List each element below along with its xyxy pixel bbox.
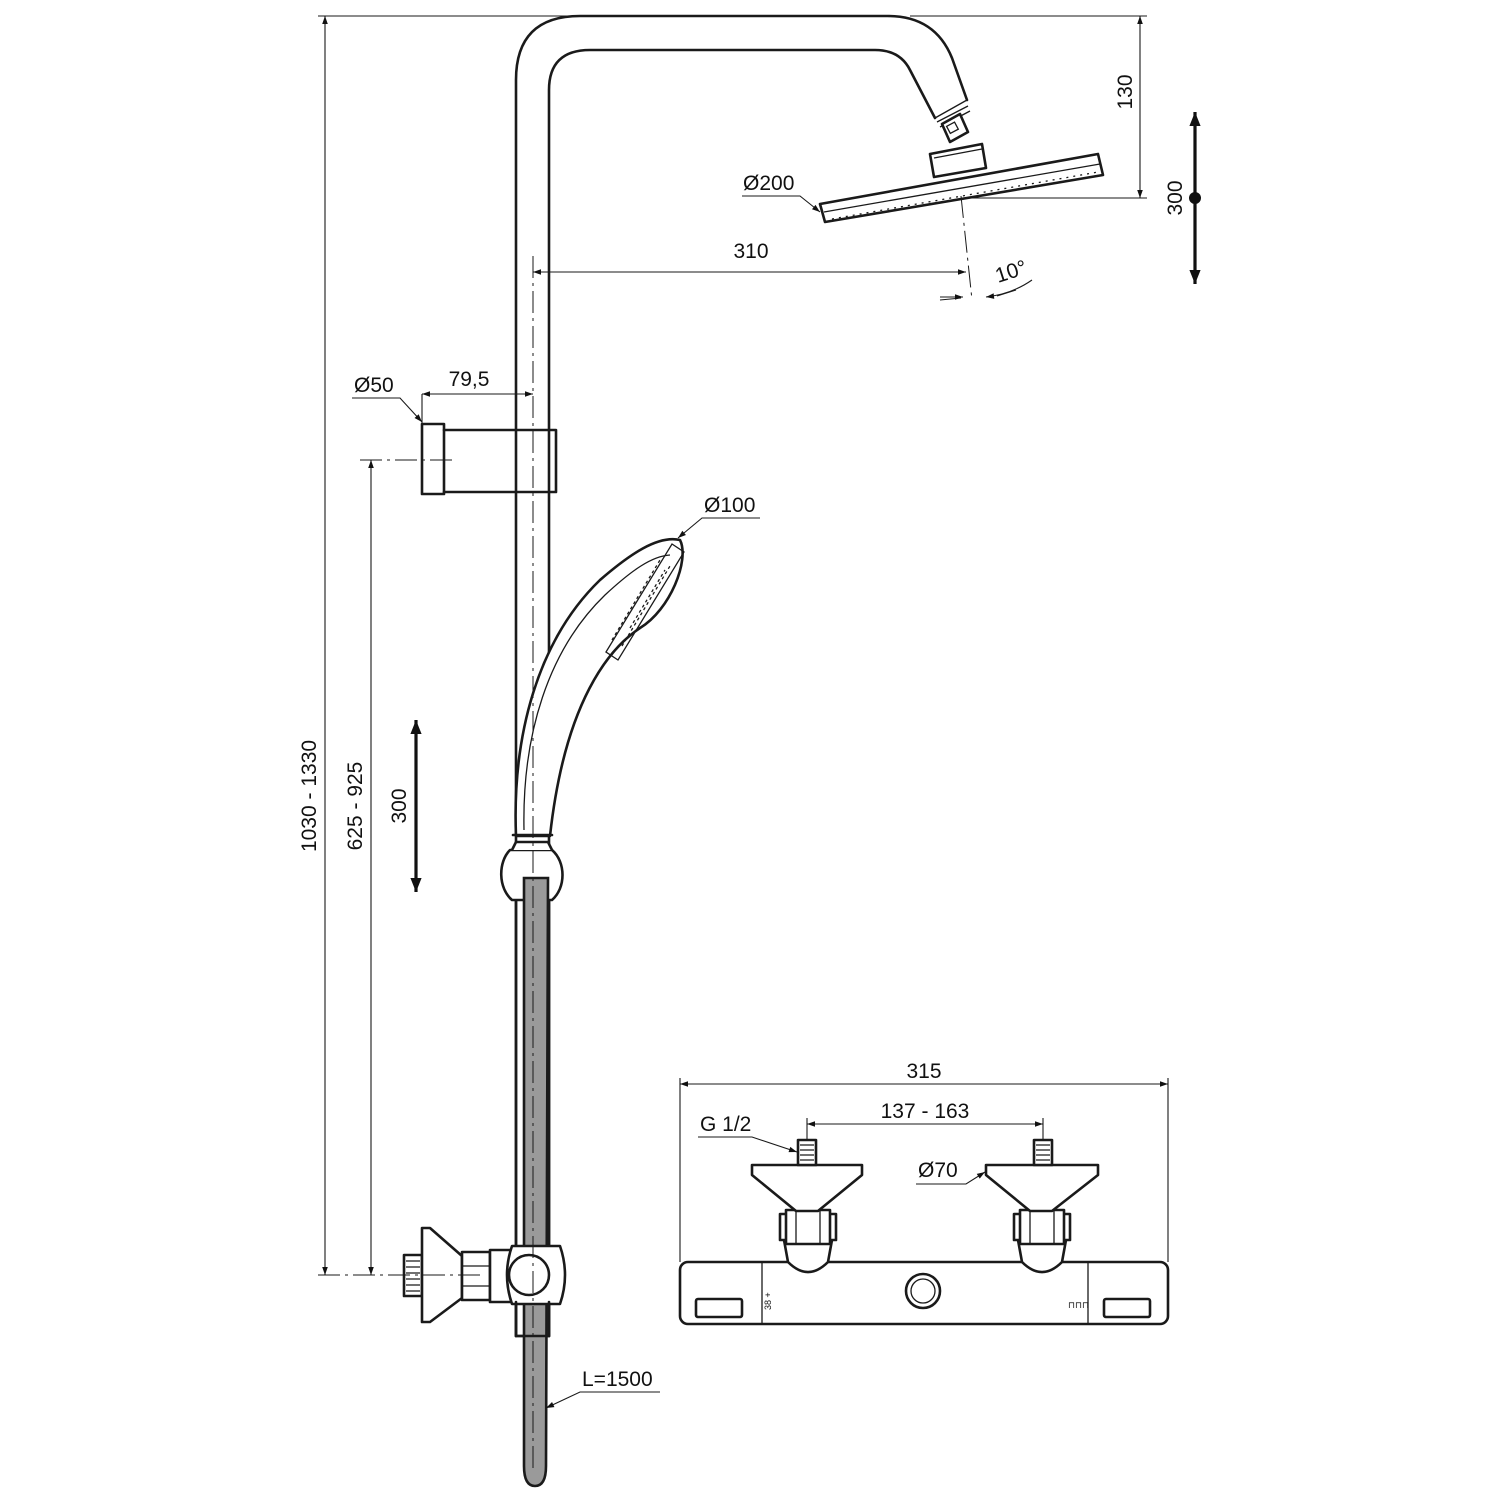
dimension-bar-height: 625 - 925 [344, 460, 374, 1275]
overhead-shower-head [818, 112, 1105, 224]
escutcheon-diameter-label: Ø70 [918, 1159, 958, 1182]
arm-projection-label: 310 [733, 240, 768, 263]
head-adjust-label: 300 [1164, 180, 1187, 215]
hose-length-label: L=1500 [582, 1368, 653, 1391]
extension-lines [318, 15, 1169, 1262]
left-inlet-union [750, 1138, 864, 1274]
overall-height-label: 1030 - 1330 [298, 740, 321, 852]
shower-hose [522, 876, 550, 1488]
leader-bracket-diameter: Ø50 [352, 374, 423, 423]
shower-mode-label: ⊓⊓⊓ [1068, 1300, 1089, 1310]
slider-travel-label: 300 [388, 788, 411, 823]
bracket-diameter-label: Ø50 [354, 374, 394, 397]
bar-height-label: 625 - 925 [344, 762, 367, 851]
temperature-scale-label: 38 + [763, 1292, 773, 1310]
tilt-angle-label: 10° [992, 256, 1029, 288]
dimension-mixer-width: 315 [680, 1060, 1168, 1087]
hand-shower [511, 537, 685, 838]
thermostatic-mixer-front-view: 38 + ⊓⊓⊓ [678, 1260, 1170, 1326]
pivot-dot [1189, 192, 1201, 204]
inlet-thread-label: G 1/2 [700, 1113, 751, 1136]
head-diameter-label: Ø200 [743, 172, 794, 195]
dimension-bracket-offset: 79,5 [422, 368, 533, 397]
dimension-arm-projection: 310 [533, 240, 966, 275]
right-inlet-union [984, 1138, 1100, 1274]
wall-bracket [420, 422, 558, 496]
mixer-width-label: 315 [906, 1060, 941, 1083]
leader-inlet-thread: G 1/2 [698, 1113, 798, 1153]
dimension-tilt-angle: 10° [940, 256, 1033, 300]
leader-head-diameter: Ø200 [742, 172, 821, 213]
inlet-centres-label: 137 - 163 [881, 1100, 970, 1123]
slider-travel-indicator: 300 [388, 720, 422, 892]
leader-hose-length: L=1500 [545, 1368, 660, 1409]
leader-handshower-diameter: Ø100 [677, 494, 760, 539]
leader-escutcheon-diameter: Ø70 [916, 1159, 986, 1185]
handshower-diameter-label: Ø100 [704, 494, 755, 517]
dimension-overall-height: 1030 - 1330 [298, 16, 328, 1275]
head-drop-label: 130 [1114, 74, 1137, 109]
head-adjustment-indicator: 300 [1164, 112, 1201, 284]
dimension-head-drop: 130 [1114, 16, 1143, 198]
center-lines [318, 195, 973, 1470]
bracket-offset-label: 79,5 [449, 368, 490, 391]
dimension-inlet-centres: 137 - 163 [807, 1100, 1043, 1127]
